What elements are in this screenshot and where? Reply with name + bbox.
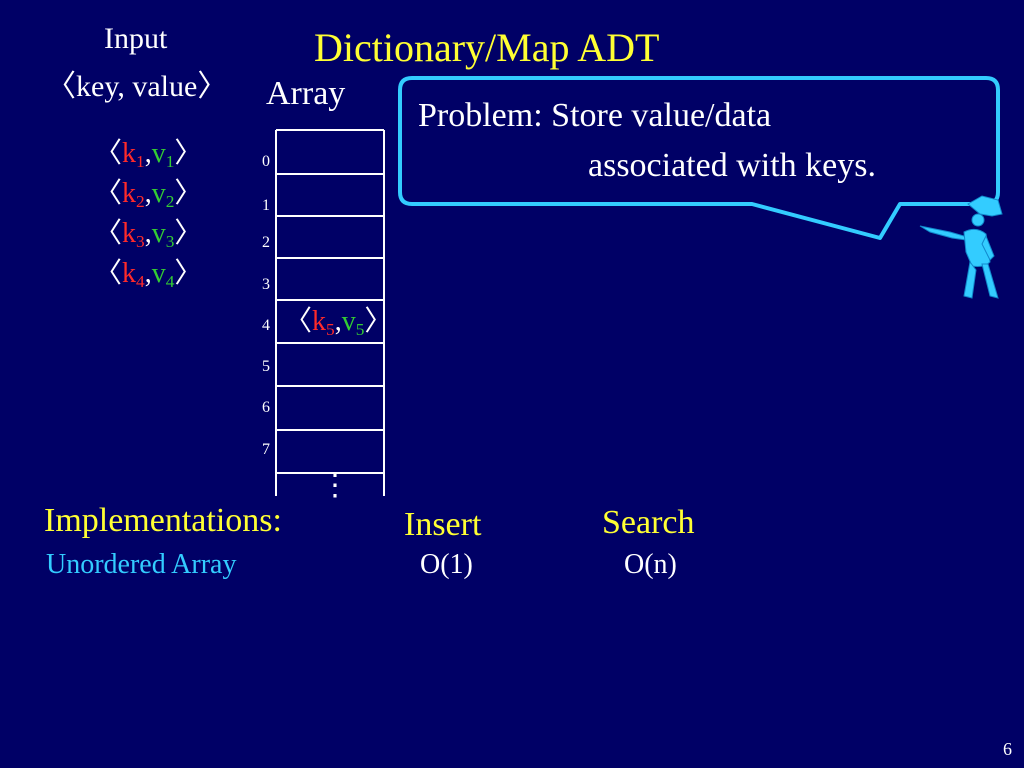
array-index: 3 [262,276,270,293]
array-index: 1 [262,197,270,214]
input-subtitle: 〈key, value〉 [46,70,228,103]
array-stored-pair: 〈k5,v5〉 [284,306,393,339]
array-continuation-dots: ⋮ [320,469,350,502]
slide-title: Dictionary/Map ADT [314,25,660,70]
callout-line-1: Problem: Store value/data [418,97,772,134]
insert-header: Insert [404,506,482,543]
array-index: 0 [262,153,270,170]
search-complexity: O(n) [624,549,677,580]
page-number: 6 [1003,739,1012,759]
input-pair-3: 〈k3,v3〉 [94,218,203,251]
implementations-label: Implementations: [44,502,282,539]
input-pair-4: 〈k4,v4〉 [94,258,203,291]
search-header: Search [602,504,695,541]
callout-line-2: associated with keys. [588,147,876,184]
input-pair-2: 〈k2,v2〉 [94,178,203,211]
input-label: Input [104,22,168,55]
pirate-figure-icon [919,195,1003,299]
row-label-unordered-array: Unordered Array [46,549,237,580]
array-label: Array [266,75,346,112]
input-pair-1: 〈k1,v1〉 [94,138,203,171]
insert-complexity: O(1) [420,549,473,580]
array-index: 6 [262,399,270,416]
array-index: 2 [262,234,270,251]
array-index: 5 [262,358,270,375]
array-index: 7 [262,441,270,458]
array-index: 4 [262,317,270,334]
callout-bubble [398,76,1000,240]
